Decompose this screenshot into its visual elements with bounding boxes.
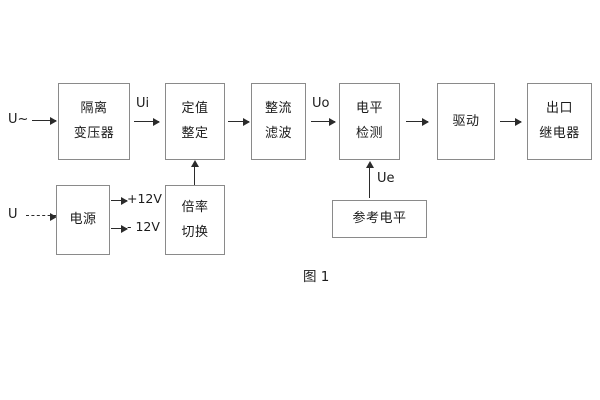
block-setting-value-line2: 整定 <box>181 126 209 141</box>
block-level-detection-line1: 电平 <box>355 101 383 117</box>
block-setting-value-line1: 定值 <box>181 101 209 117</box>
block-reference-level: 参考电平 <box>332 200 427 238</box>
block-isolation-transformer-line1: 隔离 <box>80 101 108 117</box>
block-level-detection-line2: 检测 <box>355 126 383 141</box>
signal-label-uo: Uo <box>312 96 330 111</box>
rail-negative-label: - 12V <box>127 219 160 234</box>
signal-label-ue: Ue <box>377 171 395 186</box>
arrow-reference-to-level <box>365 161 374 198</box>
block-multiplier-switch-line2: 切换 <box>181 224 209 240</box>
block-rectify-filter-line2: 滤波 <box>264 126 292 141</box>
block-output-relay-line2: 继电器 <box>539 126 580 141</box>
block-rectify-filter-line1: 整流 <box>264 101 292 117</box>
arrow-drive-to-relay <box>500 117 522 126</box>
block-power-supply-line1: 电源 <box>69 212 97 228</box>
block-multiplier-switch-line1: 倍率 <box>181 199 209 215</box>
ac-input-arrow <box>32 116 57 125</box>
block-multiplier-switch: 倍率 切换 <box>165 185 225 255</box>
rail-positive-label: +12V <box>127 191 162 206</box>
block-isolation-transformer-line2: 变压器 <box>73 126 115 141</box>
block-setting-value: 定值 整定 <box>165 83 225 160</box>
block-rectify-filter: 整流 滤波 <box>251 83 306 160</box>
block-drive: 驱动 <box>437 83 495 160</box>
block-reference-level-line1: 参考电平 <box>352 211 407 227</box>
block-isolation-transformer: 隔离 变压器 <box>58 83 130 160</box>
block-drive-line1: 驱动 <box>452 113 480 129</box>
signal-label-ui: Ui <box>136 96 150 111</box>
block-output-relay-line1: 出口 <box>545 101 573 117</box>
block-output-relay: 出口 继电器 <box>527 83 592 160</box>
rail-positive-arrow <box>111 196 128 205</box>
figure-caption: 图 1 <box>303 269 330 285</box>
arrow-rectify-to-level <box>311 117 336 126</box>
arrow-multiplier-to-setting <box>190 160 199 185</box>
arrow-setting-to-rectify <box>228 117 250 126</box>
arrow-transformer-to-setting <box>134 117 160 126</box>
ac-input-label: U~ <box>8 112 29 127</box>
rail-negative-arrow <box>111 224 128 233</box>
dc-input-arrow <box>26 212 57 221</box>
arrow-level-to-drive <box>406 117 429 126</box>
block-level-detection: 电平 检测 <box>339 83 400 160</box>
block-power-supply: 电源 <box>56 185 110 255</box>
dc-input-label: U <box>8 207 18 222</box>
